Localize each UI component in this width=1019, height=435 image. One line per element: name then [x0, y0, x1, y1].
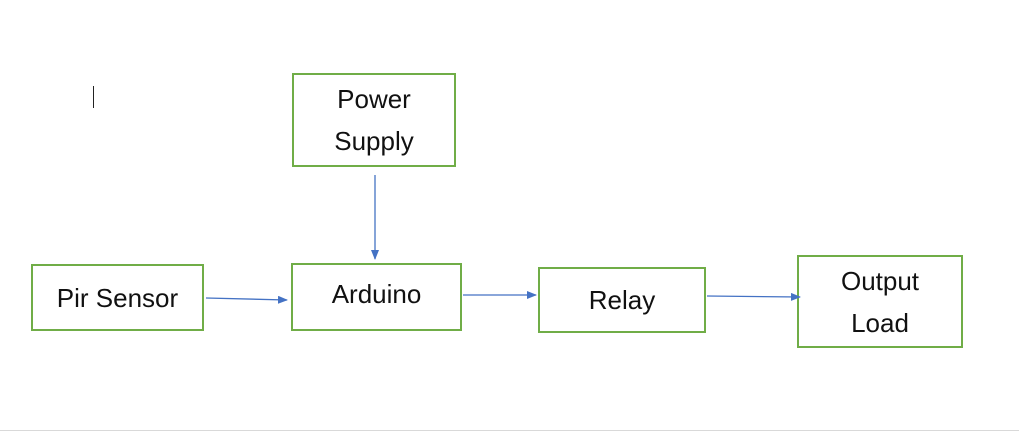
node-power-supply-line-1: Power [337, 84, 411, 114]
node-power-supply-label: Power Supply [334, 78, 414, 162]
node-output-load-line-2: Load [851, 307, 909, 338]
node-power-supply-line-2: Supply [334, 126, 414, 156]
node-output-load-label: Output Load [841, 260, 919, 344]
node-arduino-label: Arduino [331, 279, 422, 309]
node-pir-sensor-label: Pir Sensor [56, 282, 179, 313]
node-output-load[interactable]: Output Load [797, 255, 963, 348]
edge-relay-to-output-load [706, 292, 801, 301]
text-cursor [93, 86, 94, 108]
node-output-load-line-1: Output [840, 265, 920, 296]
node-power-supply[interactable]: Power Supply [292, 73, 456, 167]
edge-pir-sensor-to-arduino [205, 295, 288, 304]
page-bottom-divider [0, 430, 1019, 431]
node-pir-sensor[interactable]: Pir Sensor [31, 264, 204, 331]
node-arduino[interactable]: Arduino [291, 263, 462, 331]
node-relay-label: Relay [588, 285, 656, 315]
node-relay[interactable]: Relay [538, 267, 706, 333]
